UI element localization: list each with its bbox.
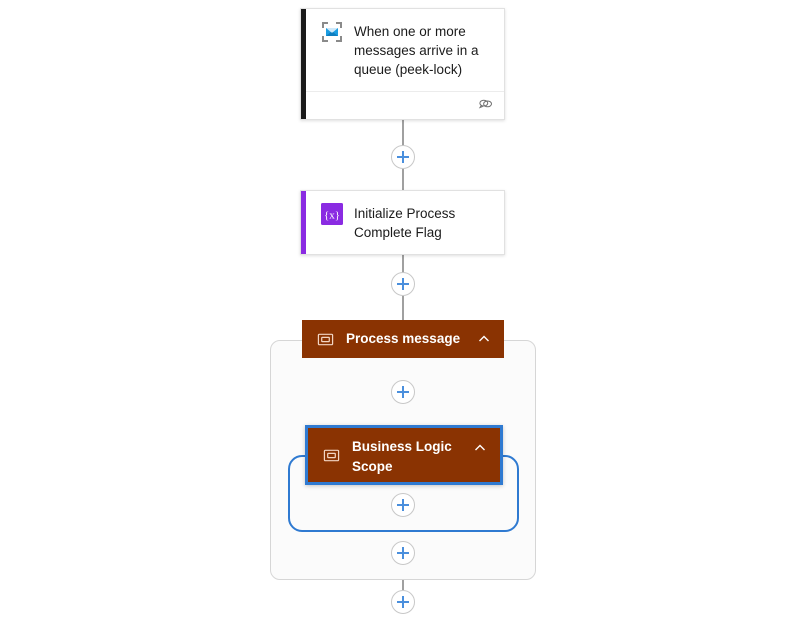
trigger-node-service-bus[interactable]: When one or more messages arrive in a qu… (300, 8, 505, 120)
comments-icon[interactable] (478, 96, 493, 116)
add-after-trigger-button[interactable] (391, 145, 415, 169)
plus-icon-vertical (402, 386, 404, 398)
initialize-variable-node-title: Initialize Process Complete Flag (354, 206, 456, 240)
trigger-node-title: When one or more messages arrive in a qu… (354, 24, 479, 77)
service-bus-envelope-icon (321, 21, 343, 43)
trigger-accent-bar (301, 9, 306, 119)
chevron-up-icon[interactable] (476, 331, 492, 347)
initialize-variable-accent-bar (301, 191, 306, 254)
plus-icon-vertical (402, 278, 404, 290)
trigger-node-footer (301, 91, 504, 119)
variable-braces-icon: {x} (321, 203, 343, 225)
process-message-scope-node[interactable]: Process message (302, 320, 504, 358)
plus-icon-vertical (402, 499, 404, 511)
connector-trigger-to-add (402, 120, 404, 157)
chevron-up-icon[interactable] (472, 440, 488, 456)
plus-icon-vertical (402, 151, 404, 163)
scope-icon (316, 330, 334, 348)
add-after-process-message-button[interactable] (391, 590, 415, 614)
connector-add-to-process-message (402, 296, 404, 320)
scope-icon (322, 446, 340, 464)
plus-icon-vertical (402, 547, 404, 559)
initialize-variable-node[interactable]: {x} Initialize Process Complete Flag (300, 190, 505, 255)
svg-text:{x}: {x} (324, 210, 340, 222)
add-after-initialize-button[interactable] (391, 272, 415, 296)
add-inside-process-message-bottom-button[interactable] (391, 541, 415, 565)
business-logic-scope-title: Business Logic Scope (352, 439, 452, 474)
process-message-scope-title: Process message (346, 331, 461, 346)
add-inside-process-message-top-button[interactable] (391, 380, 415, 404)
connector-add-to-initialize (402, 169, 404, 191)
plus-icon-vertical (402, 596, 404, 608)
business-logic-scope-node[interactable]: Business Logic Scope (305, 425, 503, 485)
add-inside-business-logic-scope-button[interactable] (391, 493, 415, 517)
connector-initialize-to-add (402, 250, 404, 284)
